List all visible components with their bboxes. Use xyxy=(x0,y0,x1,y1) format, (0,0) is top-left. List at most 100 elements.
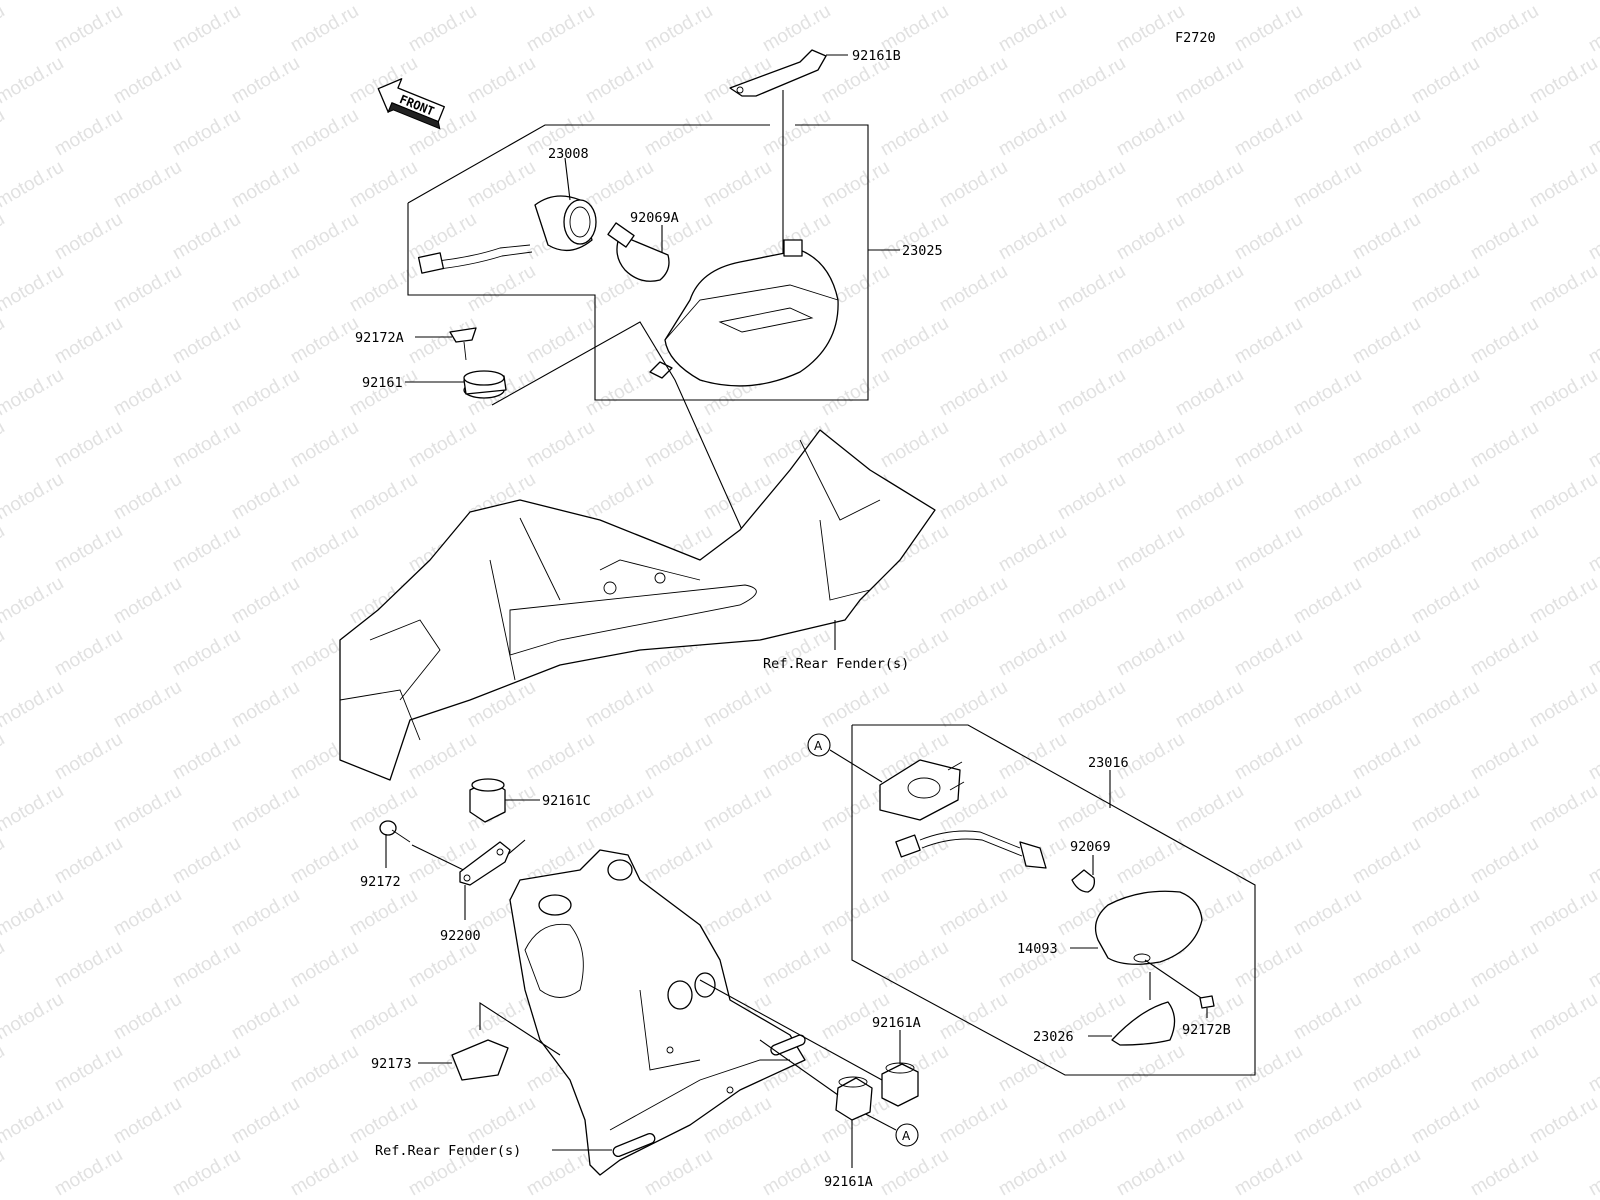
watermark-text: motod.ru xyxy=(523,729,598,785)
watermark-text: motod.ru xyxy=(877,937,952,993)
plate-92200 xyxy=(459,841,511,886)
watermark-text: motod.ru xyxy=(641,417,716,473)
watermark-text: motod.ru xyxy=(1349,1041,1424,1097)
watermark-text: motod.ru xyxy=(287,417,362,473)
part-label-92161B: 92161B xyxy=(852,48,901,64)
watermark-text: motod.ru xyxy=(523,417,598,473)
watermark-text: motod.ru xyxy=(0,521,8,577)
bolt-92172 xyxy=(379,820,411,843)
watermark-text: motod.ru xyxy=(1408,989,1483,1045)
watermark-text: motod.ru xyxy=(405,1,480,57)
callout-a-upper: A xyxy=(807,733,831,757)
watermark-text: motod.ru xyxy=(51,625,126,681)
watermark-text: motod.ru xyxy=(1408,261,1483,317)
license-light-group xyxy=(851,724,1256,1076)
watermark-text: motod.ru xyxy=(582,0,657,4)
watermark-text: motod.ru xyxy=(759,105,834,161)
watermark-text: motod.ru xyxy=(1585,1145,1600,1200)
watermark-text: motod.ru xyxy=(228,989,303,1045)
watermark-text: motod.ru xyxy=(169,1,244,57)
watermark-text: motod.ru xyxy=(1526,365,1600,421)
watermark-text: motod.ru xyxy=(228,1093,303,1149)
watermark-text: motod.ru xyxy=(1054,469,1129,525)
watermark-text: motod.ru xyxy=(1526,469,1600,525)
watermark-text: motod.ru xyxy=(0,833,8,889)
watermark-text: motod.ru xyxy=(1290,885,1365,941)
watermark-text: motod.ru xyxy=(1467,105,1542,161)
watermark-text: motod.ru xyxy=(1113,625,1188,681)
watermark-text: motod.ru xyxy=(1408,157,1483,213)
watermark-text: motod.ru xyxy=(641,729,716,785)
part-label-92161A-top: 92161A xyxy=(872,1015,921,1031)
watermark-text: motod.ru xyxy=(1349,209,1424,265)
watermark-text: motod.ru xyxy=(1349,1,1424,57)
watermark-text: motod.ru xyxy=(523,1,598,57)
collar-92161C xyxy=(469,778,506,823)
watermark-text: motod.ru xyxy=(51,105,126,161)
watermark-text: motod.ru xyxy=(228,885,303,941)
watermark-text: motod.ru xyxy=(1054,365,1129,421)
watermark-text: motod.ru xyxy=(1054,1093,1129,1149)
watermark-text: motod.ru xyxy=(464,261,539,317)
watermark-text: motod.ru xyxy=(995,521,1070,577)
watermark-text: motod.ru xyxy=(1467,1,1542,57)
watermark-text: motod.ru xyxy=(995,313,1070,369)
watermark-text: motod.ru xyxy=(110,469,185,525)
watermark-text: motod.ru xyxy=(700,885,775,941)
watermark-text: motod.ru xyxy=(818,0,893,4)
bracket-92161B xyxy=(729,49,827,97)
watermark-text: motod.ru xyxy=(641,1,716,57)
watermark-text: motod.ru xyxy=(1349,521,1424,577)
tail-lamp-23025 xyxy=(649,239,839,387)
watermark-text: motod.ru xyxy=(169,1145,244,1200)
watermark-text: motod.ru xyxy=(1467,209,1542,265)
watermark-text: motod.ru xyxy=(1172,677,1247,733)
watermark-text: motod.ru xyxy=(1526,677,1600,733)
watermark-text: motod.ru xyxy=(995,1041,1070,1097)
part-label-92161A-bottom: 92161A xyxy=(824,1174,873,1190)
watermark-text: motod.ru xyxy=(936,573,1011,629)
watermark-text: motod.ru xyxy=(1467,1145,1542,1200)
watermark-text: motod.ru xyxy=(582,53,657,109)
watermark-text: motod.ru xyxy=(1467,1041,1542,1097)
watermark-text: motod.ru xyxy=(1526,573,1600,629)
watermark-text: motod.ru xyxy=(759,937,834,993)
watermark-text: motod.ru xyxy=(0,209,8,265)
watermark-text: motod.ru xyxy=(169,313,244,369)
watermark-text: motod.ru xyxy=(1585,1041,1600,1097)
watermark-text: motod.ru xyxy=(582,677,657,733)
watermark-text: motod.ru xyxy=(346,1093,421,1149)
watermark-text: motod.ru xyxy=(1585,521,1600,577)
watermark-text: motod.ru xyxy=(1113,313,1188,369)
watermark-text: motod.ru xyxy=(287,937,362,993)
watermark-text: motod.ru xyxy=(464,53,539,109)
watermark-text: motod.ru xyxy=(1113,209,1188,265)
watermark-text: motod.ru xyxy=(0,313,8,369)
watermark-text: motod.ru xyxy=(1231,1145,1306,1200)
watermark-text: motod.ru xyxy=(0,105,8,161)
front-arrow-icon: FRONT xyxy=(377,78,445,130)
watermark-text: motod.ru xyxy=(0,1093,67,1149)
rear-fender-upper xyxy=(339,429,936,781)
watermark-text: motod.ru xyxy=(1290,989,1365,1045)
watermark-text: motod.ru xyxy=(0,573,67,629)
watermark-text: motod.ru xyxy=(641,833,716,889)
watermark-text: motod.ru xyxy=(1349,313,1424,369)
watermark-text: motod.ru xyxy=(1585,209,1600,265)
watermark-text: motod.ru xyxy=(346,989,421,1045)
watermark-text: motod.ru xyxy=(0,1,8,57)
part-label-23016: 23016 xyxy=(1088,755,1129,771)
callout-a-lower: A xyxy=(895,1123,919,1147)
watermark-text: motod.ru xyxy=(287,1041,362,1097)
watermark-text: motod.ru xyxy=(1467,729,1542,785)
watermark-text: motod.ru xyxy=(1172,781,1247,837)
watermark-text: motod.ru xyxy=(1290,261,1365,317)
part-label-92172: 92172 xyxy=(360,874,401,890)
watermark-text: motod.ru xyxy=(1231,625,1306,681)
svg-text:A: A xyxy=(902,1129,911,1143)
watermark-text: motod.ru xyxy=(1290,365,1365,421)
watermark-text: motod.ru xyxy=(1172,261,1247,317)
watermark-text: motod.ru xyxy=(1231,521,1306,577)
watermark-text: motod.ru xyxy=(464,1093,539,1149)
watermark-text: motod.ru xyxy=(346,0,421,4)
